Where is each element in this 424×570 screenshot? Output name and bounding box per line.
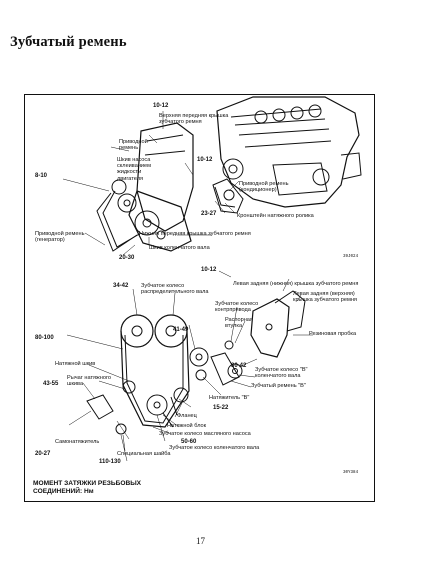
- drive-belt-generator-label: Приводной ремень (генератор): [35, 231, 85, 244]
- torque-label: 50-60: [181, 439, 197, 445]
- auto-tensioner-label: Самонатяжитель: [55, 439, 100, 445]
- torque-label: 110-130: [99, 459, 121, 465]
- upper-front-cover-label: Верхняя передняя крышка зубчатого ремня: [159, 113, 229, 126]
- drive-belts-drawing: [96, 178, 244, 252]
- torque-label: 20-27: [35, 451, 51, 457]
- tension-block-label: Натяжной блок: [167, 423, 207, 429]
- drive-belt-label: Приводной ремень: [119, 139, 148, 152]
- oil-pump-sprocket-label: Зубчатое колесо масляного насоса: [159, 431, 251, 437]
- tensioner-b-label: Натяжитель "B": [209, 395, 250, 401]
- torque-label: 41-49: [173, 327, 189, 333]
- torque-label: 43-55: [43, 381, 59, 387]
- engine-block-drawing: [216, 96, 362, 208]
- left-rear-lower-cover-label: Левая задняя (нижняя) крышка зубчатого р…: [233, 281, 359, 287]
- leader-lines: [62, 111, 313, 462]
- timing-belt-drawing: [86, 314, 243, 435]
- torque-note-line1: МОМЕНТ ЗАТЯЖКИ РЕЗЬБОВЫХ: [33, 480, 142, 487]
- crankshaft-pulley-label: Шкив коленчатого вала: [149, 245, 210, 251]
- torque-label: 15-22: [213, 405, 229, 411]
- crank-sprocket-b-label: Зубчатое колесо "B" коленчатого вала: [255, 367, 308, 380]
- torque-label: 20-30: [119, 255, 135, 261]
- drive-belt-ac-label: Приводной ремень (кондиционер): [239, 181, 289, 194]
- flange-label: Фланец: [177, 413, 197, 419]
- tension-lever-label: Рычаг натяжного шкива: [67, 375, 112, 388]
- torque-label: 10-12: [197, 157, 213, 163]
- front-cover-drawing: [128, 122, 194, 252]
- torque-label: 80-100: [35, 335, 54, 341]
- special-washer-label: Специальная шайба: [117, 451, 171, 457]
- counter-drive-sprocket-label: Зубчатое колесо контрпривода: [215, 301, 259, 314]
- torque-label: 10-12: [153, 103, 169, 109]
- rear-cover-drawing: [250, 290, 306, 358]
- lower-front-cover-label: Нижняя передняя крышка зубчатого ремня: [139, 231, 251, 237]
- torque-note-line2: СОЕДИНЕНИЙ: Нм: [33, 488, 94, 495]
- camshaft-sprocket-label: Зубчатое колесо распределительного вала: [141, 283, 209, 296]
- rubber-plug-label: Резиновая пробка: [309, 331, 357, 337]
- tensioner-bracket-label: Кронштейн натяжного ролика: [237, 213, 314, 219]
- figure-code: 30Y384: [343, 471, 359, 475]
- pump-pulley-label: Шкив насоса склеиванием жидкости двигате…: [117, 157, 151, 182]
- torque-units-note: МОМЕНТ ЗАТЯЖКИ РЕЗЬБОВЫХ СОЕДИНЕНИЙ: Нм: [33, 480, 141, 496]
- timing-belt-b-label: Зубчатый ремень "B": [251, 383, 306, 389]
- tension-pulley-label: Натяжной шкив: [55, 361, 96, 367]
- timing-belt-illustration: [62, 96, 362, 462]
- torque-label: 23-27: [201, 211, 217, 217]
- torque-label: 8-10: [35, 173, 48, 179]
- figure-code: 39J024: [343, 255, 359, 259]
- torque-label: 30-42: [231, 363, 247, 369]
- torque-label: 34-42: [113, 283, 129, 289]
- figure-frame: 10-12 Верхняя передняя крышка зубчатого …: [24, 94, 375, 502]
- left-rear-upper-cover-label: Левая задняя (верхняя) крышка зубчатого …: [293, 291, 357, 304]
- torque-label: 10-12: [201, 267, 217, 273]
- page-number: 17: [196, 536, 205, 546]
- spacer-label: Распорная втулка: [225, 317, 253, 330]
- page-title: Зубчатый ремень: [10, 34, 127, 50]
- crankshaft-sprocket-label: Зубчатое колесо коленчатого вала: [169, 445, 260, 451]
